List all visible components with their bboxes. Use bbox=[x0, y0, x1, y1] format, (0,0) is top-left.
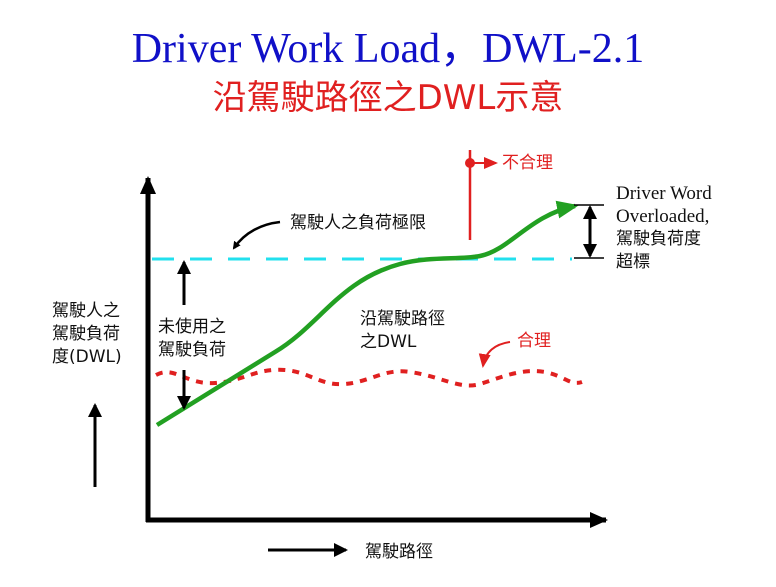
reasonable-callout-arrow bbox=[478, 341, 511, 368]
slide-title: Driver Work Load，DWL-2.1 bbox=[131, 26, 645, 72]
unused-load-label: 未使用之 駕駛負荷 bbox=[158, 316, 226, 362]
dwl-curve-label-line: 沿駕駛路徑 bbox=[360, 309, 445, 329]
unreasonable-label: 不合理 bbox=[502, 153, 553, 173]
dwl-curve-label-line: 之DWL bbox=[360, 332, 417, 352]
y-axis-label: 駕駛人之 駕駛負荷 度(DWL) bbox=[52, 300, 122, 369]
overload-label-line: Driver Word bbox=[616, 183, 712, 204]
overload-label-line: 駕駛負荷度 bbox=[616, 229, 701, 249]
reasonable-dwl-wave bbox=[155, 367, 583, 388]
dwl-curve-label: 沿駕駛路徑 之DWL bbox=[360, 308, 445, 354]
y-axis-label-line: 駕駛人之 bbox=[52, 301, 120, 321]
y-axis-label-line: 駕駛負荷 bbox=[52, 324, 120, 344]
slide-subtitle: 沿駕駛路徑之DWL示意 bbox=[212, 78, 564, 118]
unused-load-line: 駕駛負荷 bbox=[158, 340, 226, 360]
overload-label-line: Overloaded, bbox=[616, 206, 710, 227]
dwl-curve bbox=[155, 200, 579, 427]
limit-callout-arrow bbox=[232, 220, 281, 250]
reasonable-label: 合理 bbox=[517, 331, 551, 351]
overload-label-line: 超標 bbox=[616, 252, 650, 272]
unreasonable-dot bbox=[465, 158, 475, 168]
x-axis-label: 駕駛路徑 bbox=[365, 542, 433, 562]
driver-limit-label: 駕駛人之負荷極限 bbox=[290, 213, 426, 233]
overload-label: Driver Word Overloaded, 駕駛負荷度 超標 bbox=[616, 182, 712, 274]
y-axis-label-line: 度(DWL) bbox=[52, 347, 122, 367]
unused-load-line: 未使用之 bbox=[158, 317, 226, 337]
